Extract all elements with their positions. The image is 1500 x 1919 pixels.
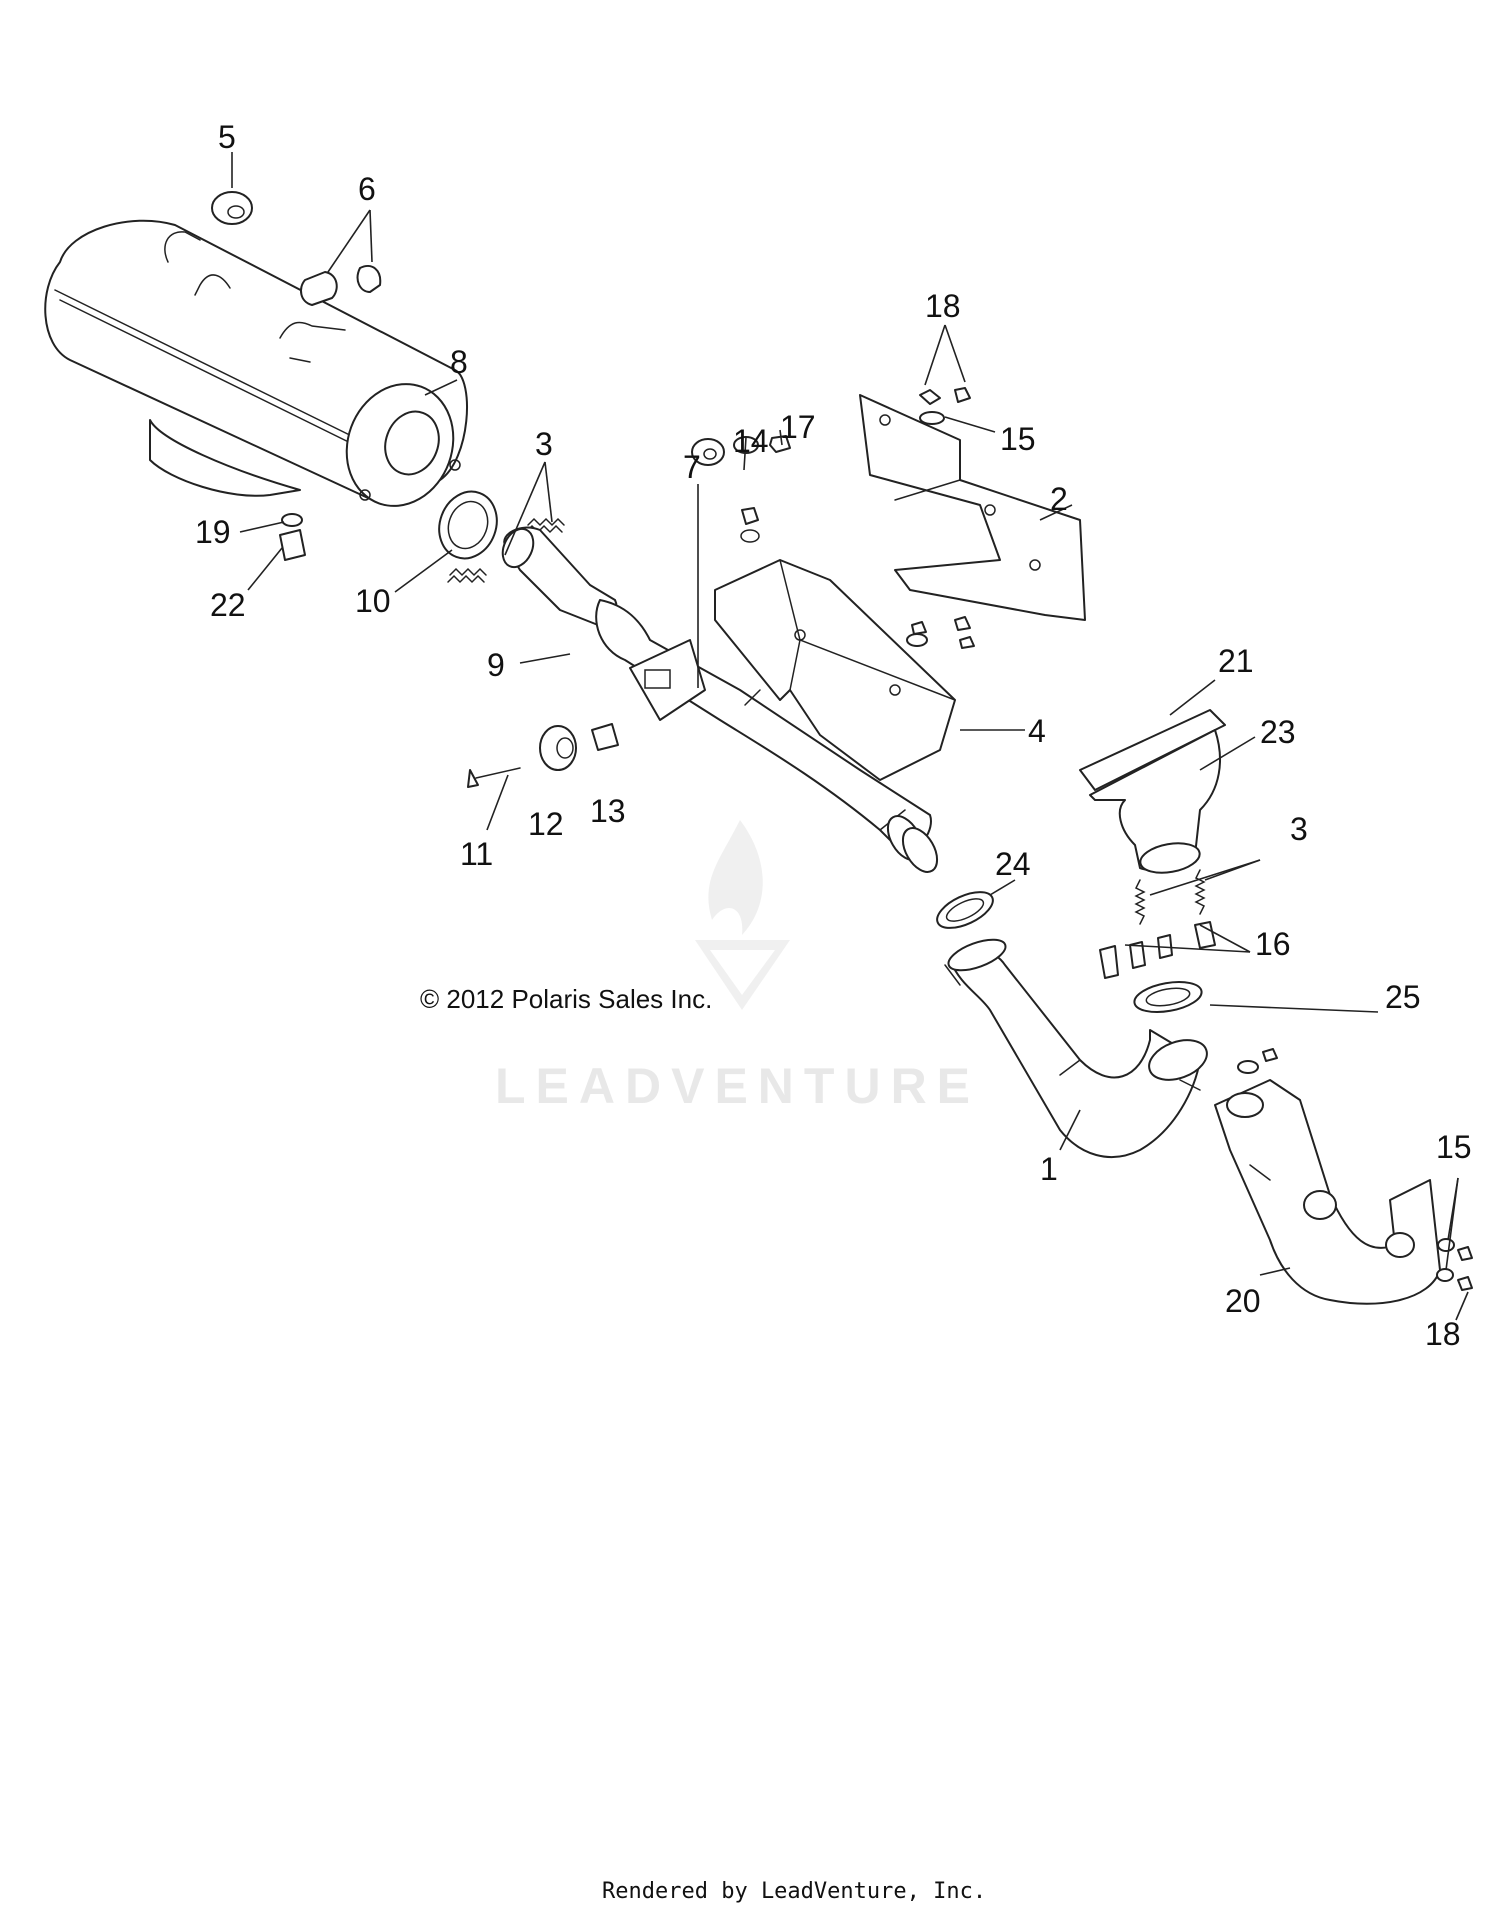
head-pipe-1	[944, 938, 1208, 1159]
gasket-24	[936, 891, 994, 929]
grommet-5	[211, 191, 253, 225]
callout-18-upper: 18	[925, 288, 961, 324]
grommets-6	[299, 265, 382, 306]
copyright-text: © 2012 Polaris Sales Inc.	[420, 984, 712, 1014]
callout-15-lower: 15	[1436, 1129, 1472, 1165]
spacer-13	[591, 723, 619, 751]
gasket-10	[438, 490, 498, 560]
leader-lines	[231, 152, 1469, 1321]
springs-3-upper	[447, 517, 565, 584]
callout-19: 19	[195, 514, 231, 550]
heat-shield-20	[1214, 1048, 1441, 1305]
springs-3-lower	[1134, 869, 1206, 925]
callout-14: 14	[733, 423, 769, 459]
callouts: 5 6 8 3 19 22 10 9 7 14 17 18 15 2 4 21 …	[195, 119, 1472, 1352]
watermark-text: LEADVENTURE	[495, 1058, 980, 1114]
bolts-16	[1099, 921, 1216, 979]
callout-3-lower: 3	[1290, 811, 1308, 847]
callout-25: 25	[1385, 979, 1421, 1015]
callout-18-lower: 18	[1425, 1316, 1461, 1352]
callout-4: 4	[1028, 713, 1046, 749]
callout-11: 11	[460, 836, 493, 872]
callout-20: 20	[1225, 1283, 1261, 1319]
spacer-7	[691, 438, 725, 466]
callout-22: 22	[210, 587, 246, 623]
callout-3-upper: 3	[535, 426, 553, 462]
callout-9: 9	[487, 647, 505, 683]
pipe-9	[501, 526, 939, 873]
gasket-25	[1133, 981, 1203, 1013]
fasteners-15-18-lower	[1436, 1238, 1473, 1291]
callout-2: 2	[1050, 481, 1068, 517]
callout-21: 21	[1218, 643, 1254, 679]
callout-23: 23	[1260, 714, 1296, 750]
callout-24: 24	[995, 846, 1031, 882]
nut-17	[769, 435, 791, 453]
grommet-22	[279, 529, 306, 561]
fasteners-18-15-upper	[906, 387, 975, 649]
nut-upper	[740, 507, 760, 543]
flange-21-23	[1079, 709, 1226, 874]
leadventure-watermark: LEADVENTURE	[495, 820, 980, 1114]
footer-text: Rendered by LeadVenture, Inc.	[602, 1879, 986, 1904]
bracket-2	[859, 394, 1086, 621]
callout-15-upper: 15	[1000, 421, 1036, 457]
washer-19	[281, 513, 303, 527]
callout-8: 8	[450, 344, 468, 380]
callout-17: 17	[780, 409, 816, 445]
callout-5: 5	[218, 119, 236, 155]
muffler	[44, 219, 468, 507]
heat-shield-4	[714, 559, 956, 781]
bolt-11	[467, 767, 521, 788]
callout-13: 13	[590, 793, 626, 829]
callout-6: 6	[358, 171, 376, 207]
callout-12: 12	[528, 806, 564, 842]
grommet-12	[539, 725, 577, 771]
callout-1: 1	[1040, 1151, 1058, 1187]
callout-10: 10	[355, 583, 391, 619]
callout-7: 7	[683, 449, 701, 485]
callout-16: 16	[1255, 926, 1291, 962]
